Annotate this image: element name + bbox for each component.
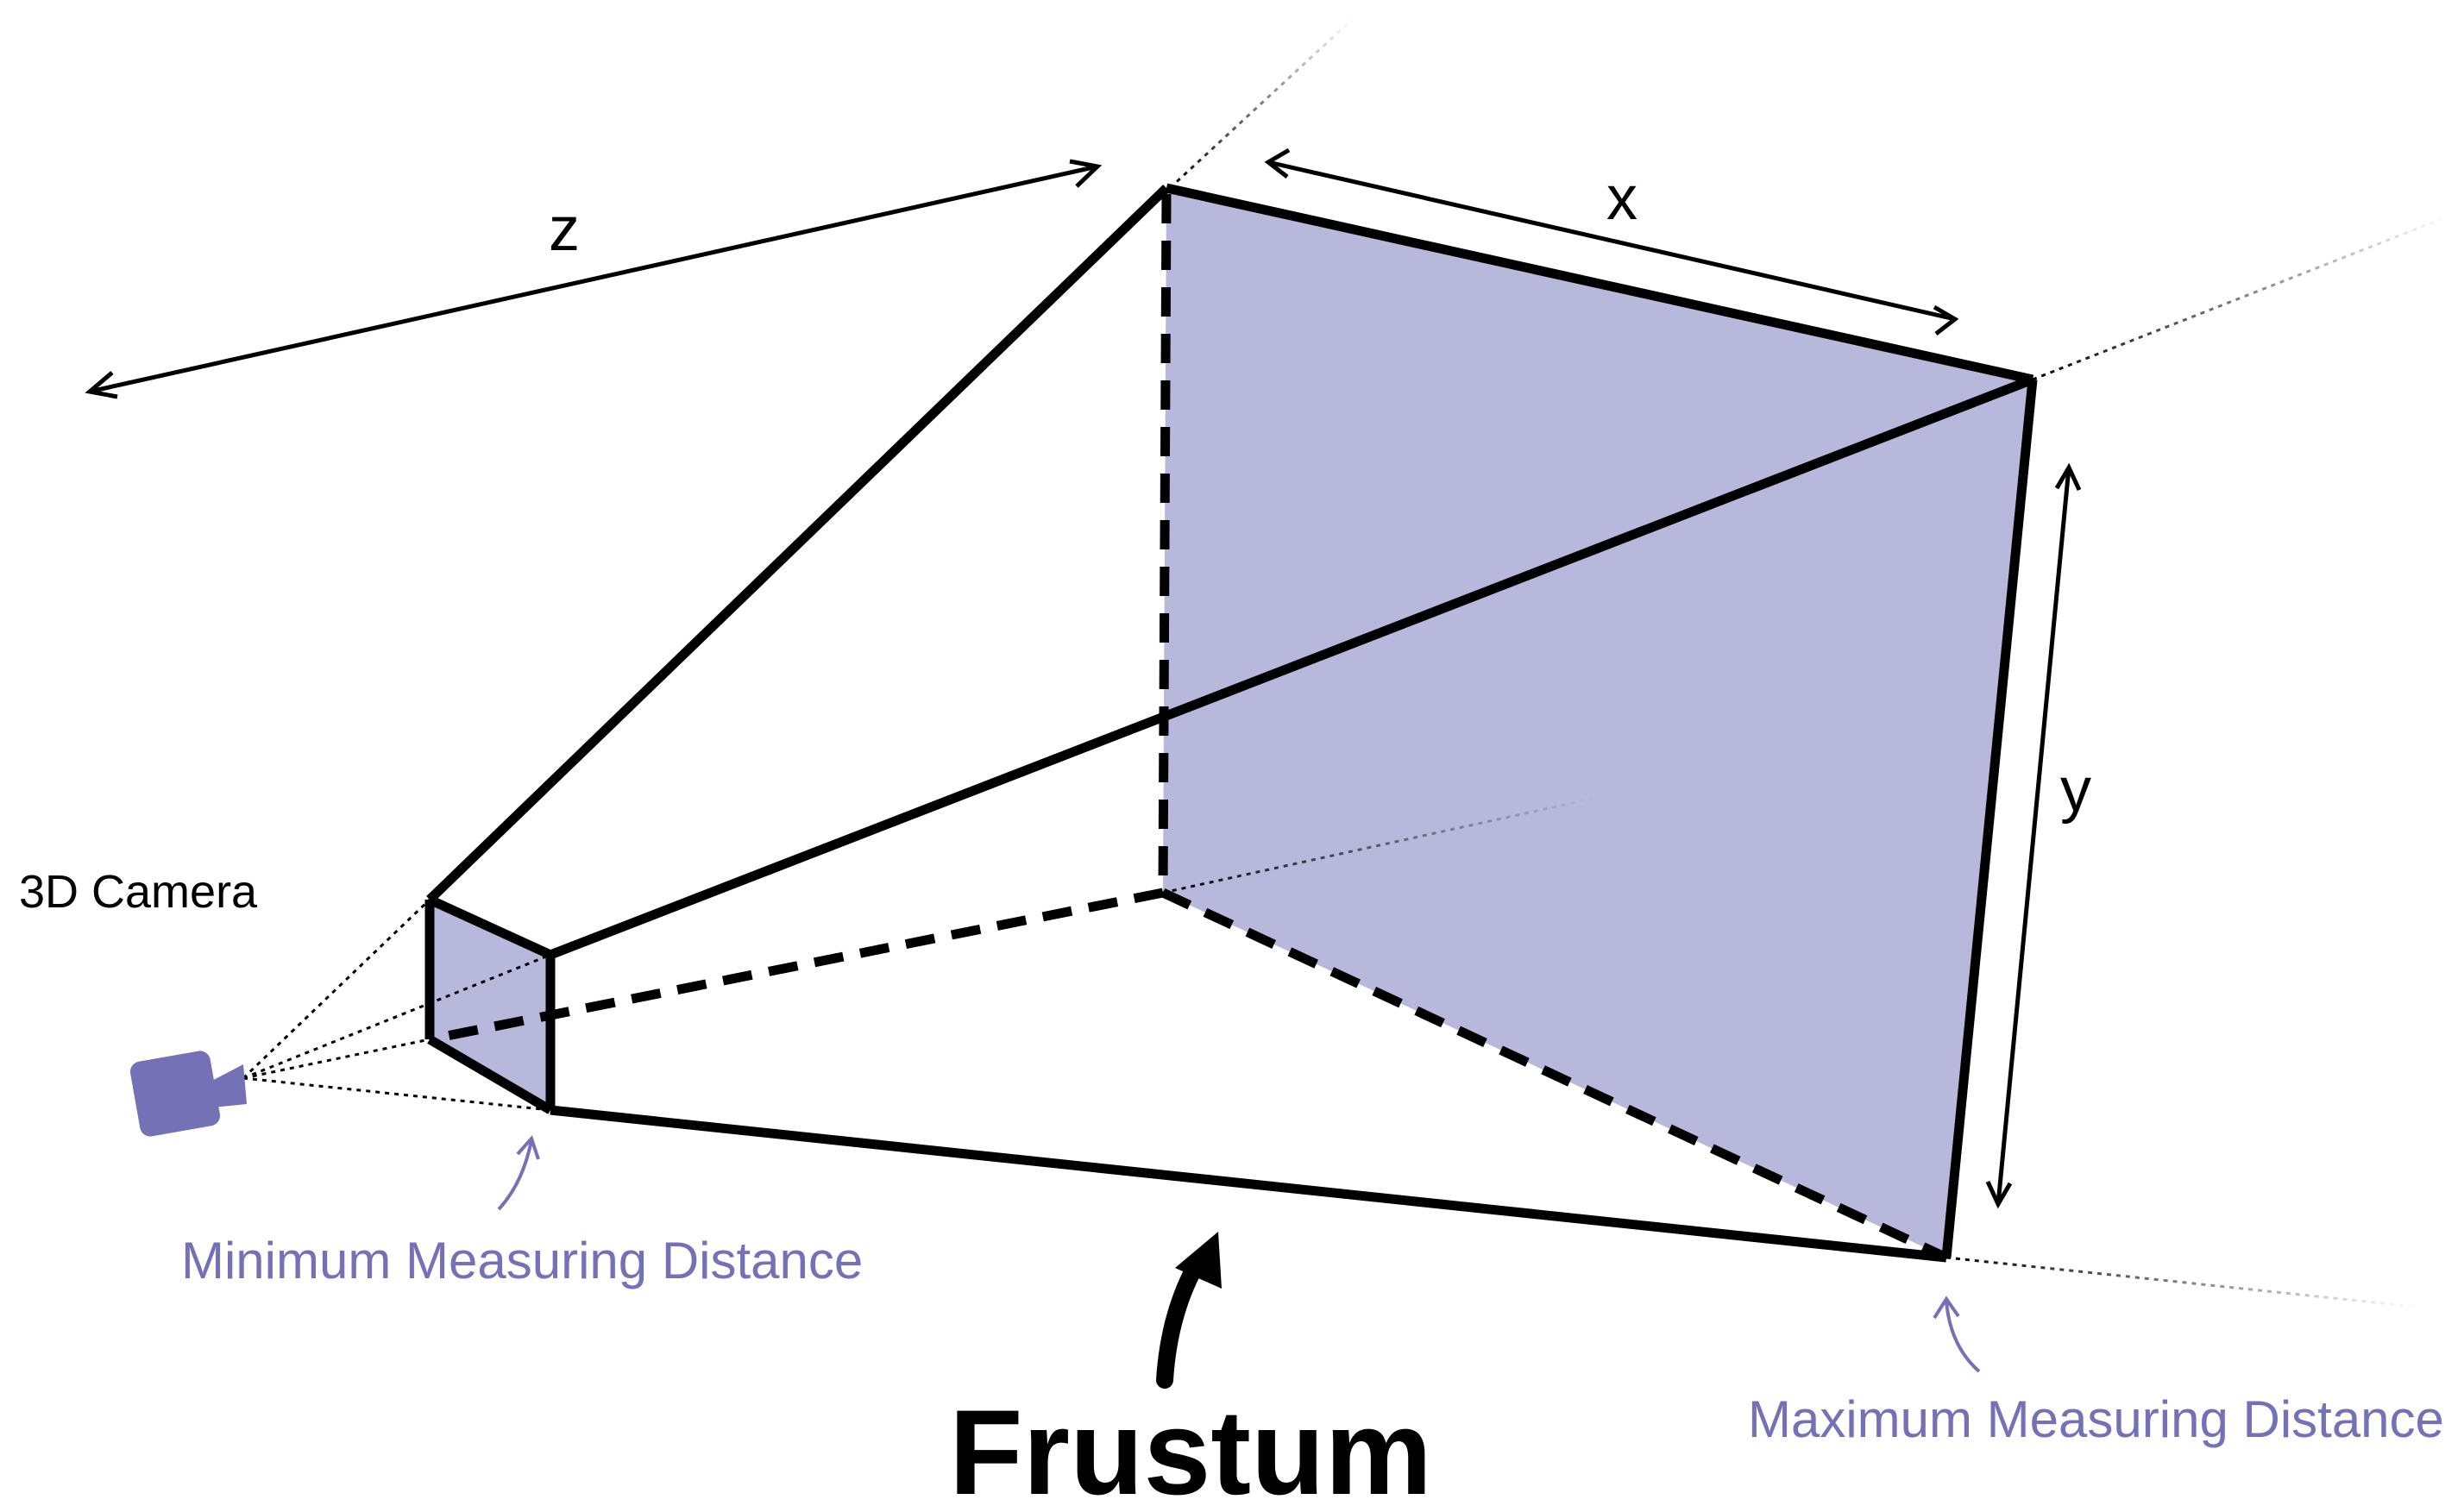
min-distance-label: Minimum Measuring Distance (181, 1232, 863, 1289)
z-dimension-arrow (85, 159, 1103, 399)
max-distance-pointer (1933, 1296, 1981, 1373)
diagram-title: Frustum (949, 1384, 1432, 1508)
camera-label: 3D Camera (19, 866, 258, 918)
frustum-pointer-arrow (1156, 1232, 1222, 1389)
camera-view-rays (242, 898, 551, 1112)
max-distance-label: Maximum Measuring Distance (1748, 1390, 2444, 1448)
y-dimension-arrow (1985, 462, 2082, 1209)
frustum-edges (424, 183, 2038, 1263)
x-dimension-arrow (1264, 147, 1959, 336)
near-plane-face (430, 900, 550, 1110)
min-distance-pointer (497, 1135, 540, 1211)
y-axis-label: y (2060, 756, 2091, 825)
extension-lines (1162, 16, 2451, 1308)
z-axis-label: z (549, 195, 580, 264)
x-axis-label: x (1606, 164, 1637, 233)
video-camera-icon (129, 1051, 247, 1137)
